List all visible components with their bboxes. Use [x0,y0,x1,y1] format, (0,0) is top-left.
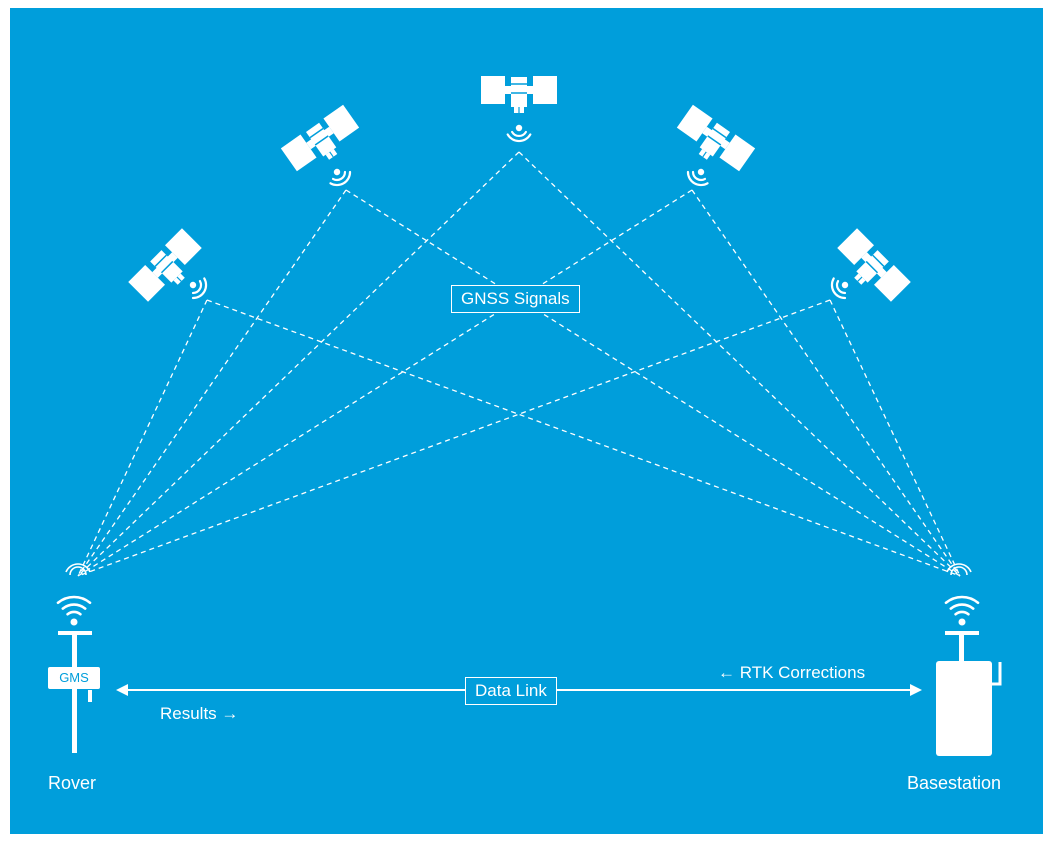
signal-waves-icon [324,162,355,191]
arrow-left-icon: ← [718,663,735,682]
data-link-label: Data Link [465,677,557,705]
arrowhead-right-icon [910,684,922,696]
satellite-icon [127,227,209,309]
rtk-corrections-text: RTK Corrections [739,663,866,682]
gnss-signal-lines [77,151,961,577]
rover-device [48,595,100,753]
signal-line [77,299,208,577]
basestation-label: Basestation [907,773,1002,793]
signal-line [691,189,961,577]
receiver-box-icon [936,661,992,756]
satellite-icon [830,227,912,309]
signal-line [77,151,520,577]
signal-line [345,189,961,577]
wifi-icon [944,595,980,627]
signal-waves-icon [506,123,532,143]
wifi-icon [56,595,92,627]
signal-line [77,189,693,577]
receiver-reception-icon [65,563,972,576]
signal-waves-icon [683,162,714,191]
rover-label: Rover [48,773,97,793]
satellite-icon [280,103,366,180]
results-text: Results [160,704,217,723]
rover-pole [72,633,77,753]
signal-line [518,151,961,577]
arrowhead-left-icon [116,684,128,696]
satellite-icon [670,103,756,180]
signal-waves-icon [183,272,212,303]
signal-line [77,299,831,577]
gms-unit [48,667,100,689]
gms-label: GMS [59,670,89,685]
signal-line [206,299,961,577]
results-label: Results → [160,704,238,724]
satellite-icon [480,75,558,114]
signal-waves-icon [826,272,855,303]
signal-line [77,189,347,577]
rtk-corrections-label: ← RTK Corrections [718,663,865,683]
gnss-signals-label: GNSS Signals [451,285,580,313]
arrow-right-icon: → [221,704,239,723]
signal-line [829,299,961,577]
basestation-device [936,595,1002,756]
